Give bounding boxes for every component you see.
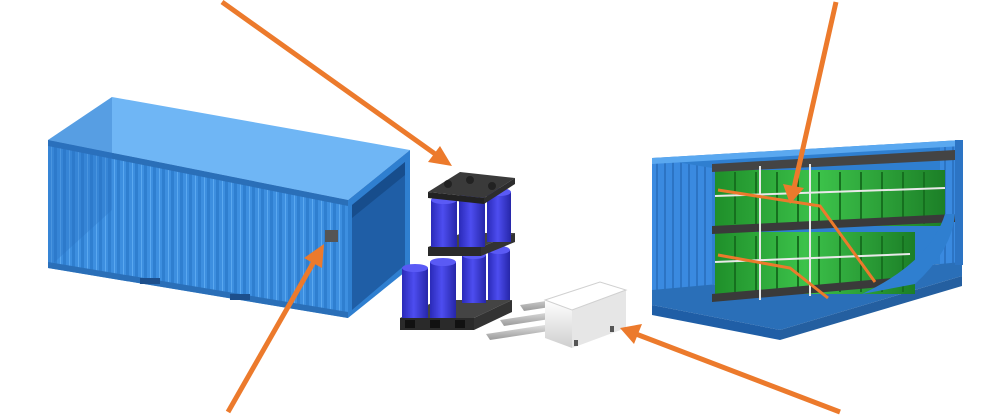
drum-pallet-stack — [400, 172, 515, 330]
loaded-container-cutaway — [652, 140, 963, 340]
arrow-to-forklift — [620, 324, 841, 415]
arrow-to-container-lock — [225, 244, 324, 414]
lower-drums — [402, 246, 510, 318]
arrow-to-pallet-stack — [220, 0, 452, 166]
closed-container — [48, 97, 410, 318]
arrow-to-loaded-drums — [783, 1, 839, 204]
forklift-tines — [486, 281, 628, 348]
callout-arrows — [220, 0, 841, 415]
